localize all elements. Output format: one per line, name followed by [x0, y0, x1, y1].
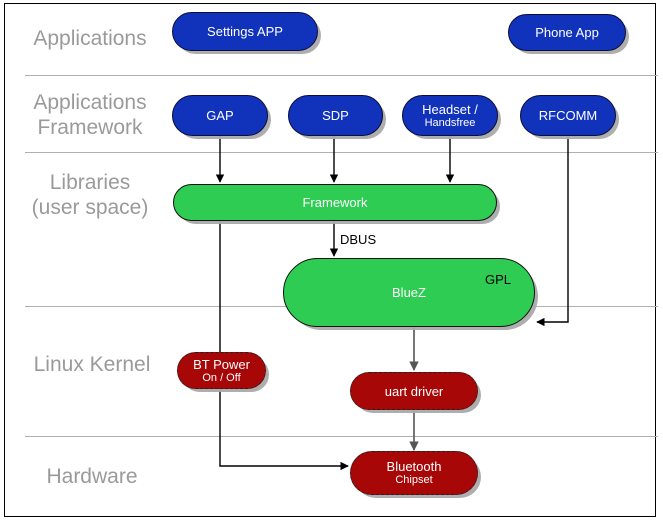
node-bluetooth-chipset-label-line2: Chipset: [395, 474, 433, 486]
layer-label-linux-kernel: Linux Kernel: [33, 353, 151, 376]
node-sdp-label: SDP: [322, 108, 349, 123]
node-settings-app[interactable]: Settings APP: [172, 12, 318, 51]
layer-label-applications-framework: Applications Framework: [33, 91, 147, 139]
node-phone-app-label: Phone App: [535, 25, 599, 40]
divider-linux-kernel: [25, 436, 658, 437]
node-rfcomm[interactable]: RFCOMM: [520, 95, 616, 136]
node-bluez-label: BlueZ: [392, 285, 426, 300]
node-bluetooth-chipset[interactable]: Bluetooth Chipset: [350, 451, 478, 495]
edge-label-dbus: DBUS: [340, 232, 377, 247]
node-bluez-gpl-tag: GPL: [485, 272, 512, 287]
node-bluez[interactable]: BlueZ: [283, 258, 535, 327]
divider-applications: [25, 75, 658, 76]
node-gap-label: GAP: [206, 108, 234, 123]
node-headset-handsfree-label-line1: Headset /: [422, 101, 478, 117]
node-headset-handsfree[interactable]: Headset / Handsfree: [402, 95, 498, 136]
node-bt-power[interactable]: BT Power On / Off: [177, 352, 266, 389]
node-sdp[interactable]: SDP: [288, 95, 383, 136]
node-bluetooth-chipset-label-line1: Bluetooth: [386, 459, 442, 474]
divider-applications-framework: [25, 152, 658, 153]
node-phone-app[interactable]: Phone App: [508, 14, 626, 51]
node-bt-power-label-line2: On / Off: [202, 371, 241, 384]
node-framework-label: Framework: [302, 195, 368, 210]
node-uart-driver[interactable]: uart driver: [350, 372, 478, 410]
node-settings-app-label: Settings APP: [207, 24, 283, 39]
node-headset-handsfree-label-line2: Handsfree: [424, 116, 476, 129]
node-rfcomm-label: RFCOMM: [538, 108, 598, 123]
node-uart-driver-label: uart driver: [384, 383, 444, 399]
layer-label-hardware: Hardware: [46, 465, 138, 488]
node-framework[interactable]: Framework: [173, 184, 497, 221]
node-bt-power-label-line1: BT Power: [193, 356, 250, 372]
layer-label-libraries: Libraries (user space): [31, 171, 149, 219]
node-gap[interactable]: GAP: [172, 95, 268, 136]
diagram-frame: [4, 3, 656, 517]
layer-label-applications: Applications: [33, 27, 147, 50]
